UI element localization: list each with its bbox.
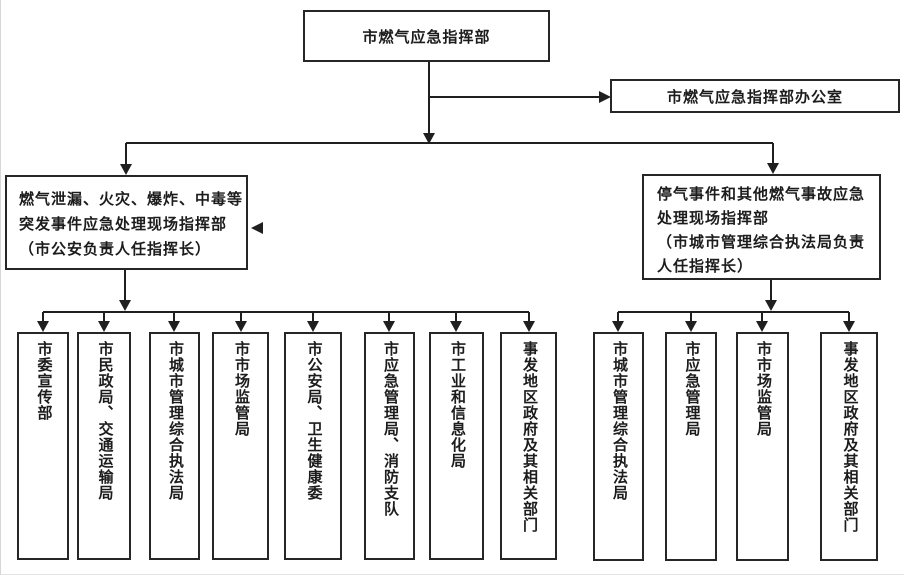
office-arrowhead-icon [599, 91, 611, 103]
left-hq-arrowhead-icon [120, 164, 132, 175]
right-subtrunk-arrowhead-icon [765, 300, 777, 311]
node-left-field-hq: 燃气泄漏、火灾、爆炸、中毒等 突发事件应急处理现场指挥部 （市公安负责人任指挥长… [5, 175, 248, 270]
node-right-field-hq: 停气事件和其他燃气事故应急 处理现场指挥部 （市城市管理综合执法局负责 人任指挥… [642, 174, 881, 280]
node-right-member-3: 市市场监管局 [736, 332, 789, 561]
node-left-member-4: 市市场监管局 [212, 332, 269, 560]
stray-left-arrowhead-icon [251, 222, 263, 234]
left-subtrunk-arrowhead-icon [119, 300, 131, 311]
right-hq-line-3: （市城市管理综合执法局负责 [657, 235, 866, 251]
node-right-member-4: 事发地区政府及其相关部门 [820, 332, 878, 561]
left-hq-line-2: 突发事件应急处理现场指挥部 [19, 217, 228, 233]
node-left-member-1: 市委宣传部 [17, 332, 69, 560]
left-hq-line-1: 燃气泄漏、火灾、爆炸、中毒等 [19, 192, 244, 208]
left-hq-line-3: （市公安负责人任指挥长） [19, 242, 212, 258]
trunk-arrowhead-icon [423, 133, 435, 144]
node-left-member-5: 市公安局、卫生健康委 [284, 332, 342, 560]
node-command-office: 市燃气应急指挥部办公室 [610, 79, 900, 113]
node-left-member-8: 事发地区政府及其相关部门 [500, 332, 557, 560]
right-hq-arrowhead-icon [767, 163, 779, 174]
node-root-label: 市燃气应急指挥部 [362, 29, 491, 46]
node-left-member-3: 市城市管理综合执法局 [149, 332, 200, 560]
node-left-member-2: 市民政局、交通运输局 [77, 332, 131, 560]
node-left-member-6: 市应急管理局、消防支队 [364, 332, 415, 560]
right-hq-line-4: 人任指挥长） [657, 259, 754, 275]
node-office-label: 市燃气应急指挥部办公室 [666, 89, 843, 106]
right-hq-line-1: 停气事件和其他燃气事故应急 [657, 187, 866, 203]
right-hq-line-2: 处理现场指挥部 [657, 211, 770, 227]
node-root-command: 市燃气应急指挥部 [303, 10, 550, 62]
node-left-member-7: 市工业和信息化局 [429, 332, 484, 560]
node-right-member-2: 市应急管理局 [665, 332, 717, 561]
node-right-member-1: 市城市管理综合执法局 [593, 332, 644, 561]
